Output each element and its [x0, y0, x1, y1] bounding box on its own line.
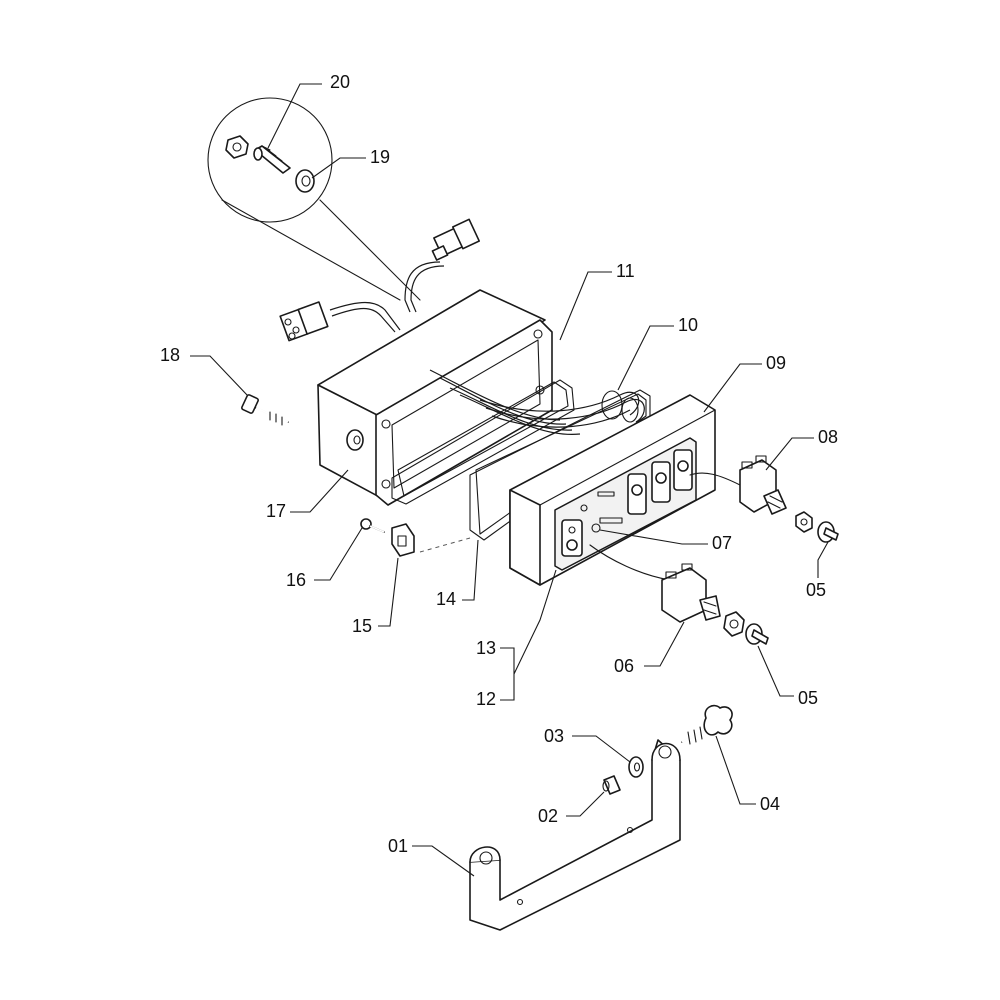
screw-18: [241, 394, 289, 426]
callout-07: 07: [712, 533, 732, 553]
clip-15: [391, 523, 415, 557]
washer-19: [295, 169, 315, 193]
front-panel-09: [509, 394, 716, 586]
callout-01: 01: [388, 836, 408, 856]
knob-screw-04: [681, 704, 733, 745]
hex-nut-06: [723, 611, 745, 637]
callout-18: 18: [160, 345, 180, 365]
callout-06: 06: [614, 656, 634, 676]
connector-left: [279, 301, 329, 342]
detail-circle: [207, 97, 333, 223]
detail-leader-left: [221, 199, 401, 301]
rear-housing-17: [317, 289, 581, 506]
wire-loom-10: [479, 390, 645, 428]
callout-02: 02: [538, 806, 558, 826]
detail-hex-nut: [225, 135, 249, 159]
toggle-cap-05b: [745, 623, 769, 645]
callout-20: 20: [330, 72, 350, 92]
switch-window-4: [673, 449, 693, 491]
detail-leader-right: [319, 199, 421, 301]
callout-10: 10: [678, 315, 698, 335]
gasket-11: [391, 379, 575, 505]
callout-leaders: [190, 83, 829, 877]
callout-14: 14: [436, 589, 456, 609]
callout-19: 19: [370, 147, 390, 167]
callout-05-upper: 05: [806, 580, 826, 600]
toggle-switch-08: [689, 455, 787, 515]
callout-16: 16: [286, 570, 306, 590]
callout-04: 04: [760, 794, 780, 814]
switch-window-2: [627, 473, 647, 515]
cable-harness: [279, 218, 481, 342]
screw-16: [360, 518, 385, 533]
switch-window-1: [561, 519, 583, 557]
callout-12: 12: [476, 689, 496, 709]
callout-17: 17: [266, 501, 286, 521]
toggle-switch-06: [589, 544, 721, 623]
detail-view: [207, 97, 421, 301]
callout-13: 13: [476, 638, 496, 658]
hex-nut-08: [795, 511, 813, 533]
callout-03: 03: [544, 726, 564, 746]
callout-05-lower: 05: [798, 688, 818, 708]
toggle-cap-05a: [817, 521, 839, 543]
washer-03: [628, 756, 644, 778]
mounting-bracket-01: [469, 739, 681, 931]
connector-pin-20: [253, 145, 291, 174]
callout-09: 09: [766, 353, 786, 373]
callout-labels: 20 19 11 10 09 18 08 17 07 16 05 14 15 1…: [160, 72, 838, 856]
connector-top: [431, 218, 481, 261]
assembly-axis-line: [419, 537, 471, 553]
switch-window-3: [651, 461, 671, 503]
spacer-02: [602, 775, 621, 795]
callout-15: 15: [352, 616, 372, 636]
callout-11: 11: [616, 261, 635, 281]
callout-08: 08: [818, 427, 838, 447]
